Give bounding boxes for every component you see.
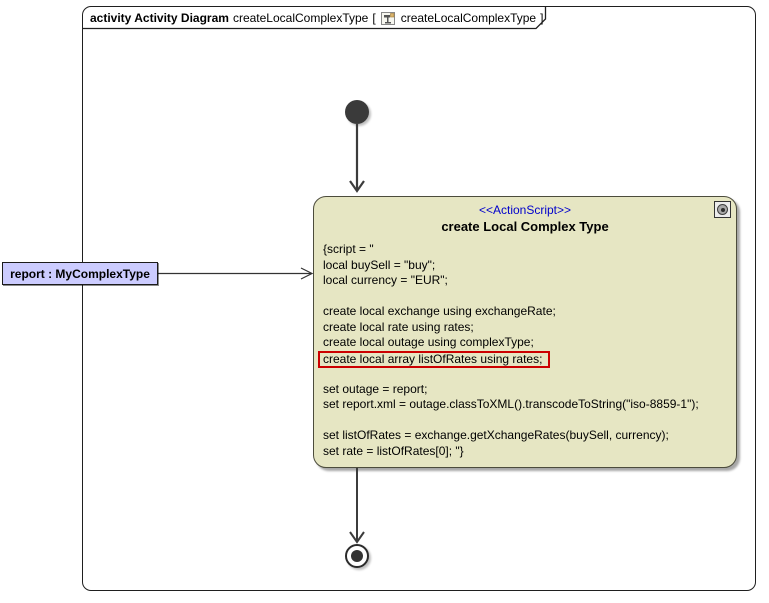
script-line: local buySell = "buy"; xyxy=(323,257,436,272)
script-line xyxy=(323,366,736,382)
script-line: set report.xml = outage.classToXML().tra… xyxy=(323,397,699,411)
script-line xyxy=(323,413,736,429)
script-line: {script = " xyxy=(323,242,374,256)
frame-bracket-close: ] xyxy=(540,11,544,25)
script-line: create local outage using complexType; xyxy=(323,335,534,349)
action-script-body: {script = "local buySell = "buy";local c… xyxy=(318,242,736,459)
script-line: local currency = "EUR"; xyxy=(323,273,448,287)
frame-ref-name: createLocalComplexType xyxy=(400,11,537,25)
frame-keyword: activity Activity Diagram xyxy=(90,11,229,25)
script-line: set rate = listOfRates[0]; "} xyxy=(323,443,464,458)
frame-diagram-name: createLocalComplexType xyxy=(232,11,369,25)
script-line xyxy=(323,289,736,305)
input-pin-label-text: report : MyComplexType xyxy=(10,266,150,281)
script-line: set outage = report; xyxy=(323,381,428,396)
script-line: create local array listOfRates using rat… xyxy=(318,350,736,368)
error-highlight-box: create local array listOfRates using rat… xyxy=(318,350,551,368)
action-node-create-local-complex-type[interactable]: <<ActionScript>> create Local Complex Ty… xyxy=(313,196,737,468)
behavior-gear-icon[interactable] xyxy=(714,201,731,218)
input-pin-label[interactable]: report : MyComplexType xyxy=(2,262,158,285)
activity-frame xyxy=(82,6,756,591)
script-line: create local rate using rates; xyxy=(323,319,474,334)
frame-bracket-open: [ xyxy=(372,11,376,25)
activity-final-node[interactable] xyxy=(345,544,369,568)
script-line: set listOfRates = exchange.getXchangeRat… xyxy=(323,428,669,442)
frame-title: activity Activity Diagram createLocalCom… xyxy=(90,9,543,27)
initial-node[interactable] xyxy=(345,100,369,124)
script-line: create local exchange using exchangeRate… xyxy=(323,304,556,318)
action-name: create Local Complex Type xyxy=(441,219,609,234)
action-stereotype: <<ActionScript>> xyxy=(478,203,572,217)
activity-diagram-icon xyxy=(380,11,396,26)
